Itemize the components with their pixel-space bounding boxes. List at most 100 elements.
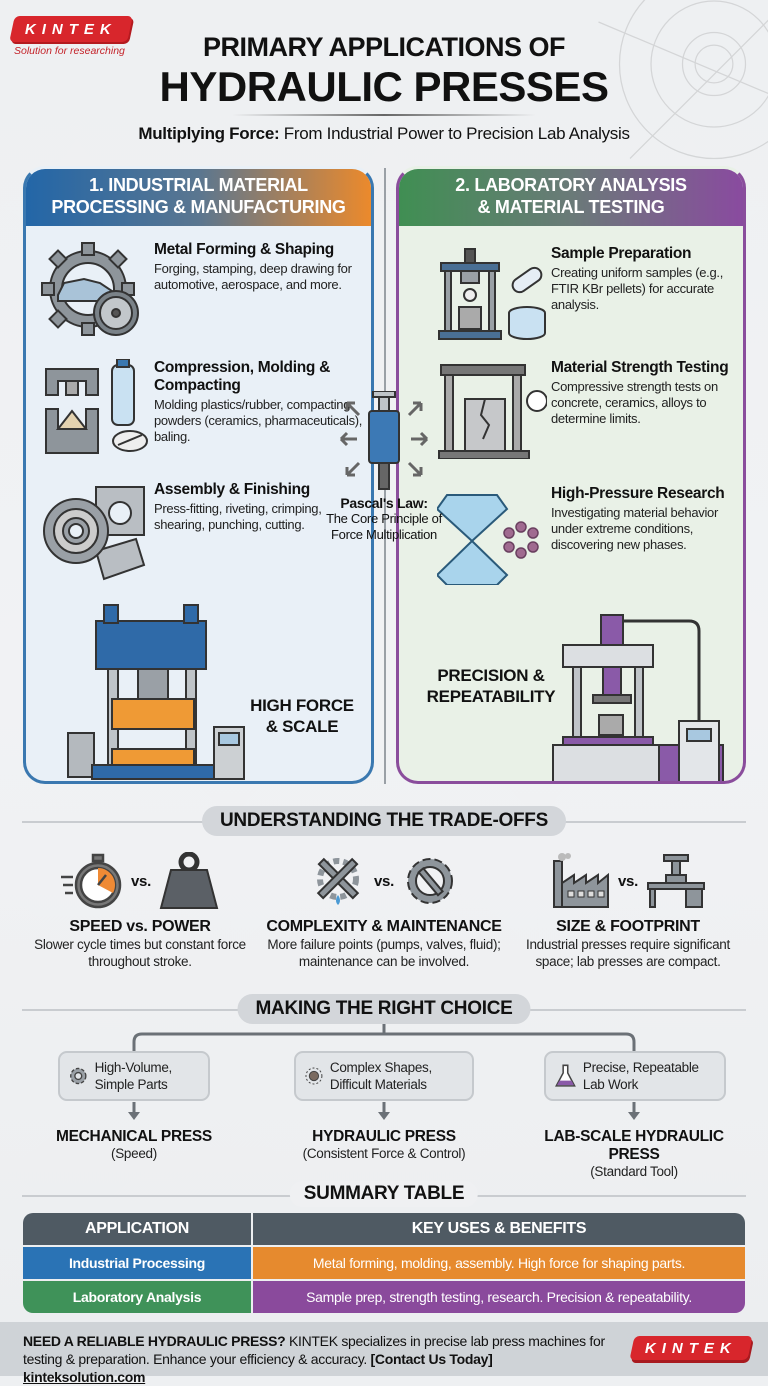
item-title: Metal Forming & Shaping	[154, 241, 371, 259]
summary-table: APPLICATION KEY USES & BENEFITS Industri…	[23, 1213, 745, 1313]
feature-line2: REPEATABILITY	[421, 686, 561, 707]
item-title: Material Strength Testing	[551, 359, 743, 377]
cell-uses: Sample prep, strength testing, research.…	[253, 1281, 745, 1313]
page-subtitle: Multiplying Force: From Industrial Power…	[0, 124, 768, 144]
strength-test-gauge-icon	[437, 359, 547, 459]
table-row: Laboratory Analysis Sample prep, strengt…	[23, 1281, 745, 1313]
laboratory-heading-line1: 2. LABORATORY ANALYSIS	[455, 174, 686, 196]
column-header-application: APPLICATION	[23, 1213, 251, 1245]
flask-icon	[554, 1060, 577, 1092]
footer-lead: NEED A RELIABLE HYDRAULIC PRESS?	[23, 1333, 285, 1349]
title-divider	[232, 114, 536, 116]
mold-bottle-pill-icon	[40, 359, 150, 459]
tradeoff-size-footprint: vs. SIZE & FOOTPRINT Industrial presses …	[508, 850, 748, 970]
item-sample-preparation: Sample Preparation Creating uniform samp…	[437, 245, 743, 345]
choice-need-complex-shapes: Complex Shapes, Difficult Materials	[294, 1051, 474, 1101]
feature-line2: & SCALE	[242, 716, 362, 737]
cell-application: Industrial Processing	[23, 1247, 251, 1279]
lab-press-pellet-icon	[437, 245, 547, 345]
vs-label: vs.	[131, 873, 151, 890]
industrial-feature-label: HIGH FORCE & SCALE	[242, 695, 362, 737]
table-row: Industrial Processing Metal forming, mol…	[23, 1247, 745, 1279]
tradeoff-description: Industrial presses require significant s…	[508, 936, 748, 970]
tradeoff-speed-power: vs. SPEED vs. POWER Slower cycle times b…	[20, 850, 260, 970]
choice-need-lab-work: Precise, Repeatable Lab Work	[544, 1051, 726, 1101]
item-description: Forging, stamping, deep drawing for auto…	[154, 261, 371, 293]
choice-result-title: LAB-SCALE HYDRAULIC PRESS	[519, 1128, 749, 1164]
item-material-strength: Material Strength Testing Compressive st…	[437, 359, 743, 459]
tradeoff-title: SPEED vs. POWER	[20, 918, 260, 936]
choice-result-mechanical: MECHANICAL PRESS (Speed)	[19, 1128, 249, 1161]
stopwatch-icon	[61, 853, 123, 909]
cell-uses: Metal forming, molding, assembly. High f…	[253, 1247, 745, 1279]
feature-line1: HIGH FORCE	[242, 695, 362, 716]
pascal-description: The Core Principle of Force Multiplicati…	[322, 511, 446, 543]
subtitle-bold: Multiplying Force:	[138, 124, 279, 143]
diamond-anvil-molecule-icon	[437, 485, 547, 585]
item-high-pressure: High-Pressure Research Investigating mat…	[437, 485, 743, 585]
lab-press-illustration-icon	[549, 611, 739, 784]
vs-label: vs.	[374, 873, 394, 890]
pascal-title: Pascal's Law:	[322, 495, 446, 511]
choice-need-high-volume: High-Volume, Simple Parts	[58, 1051, 210, 1101]
industrial-press-illustration-icon	[64, 601, 254, 781]
contact-us-link[interactable]: [Contact Us Today]	[371, 1351, 493, 1367]
bench-press-icon	[646, 853, 706, 909]
gear-car-turbine-icon	[40, 241, 150, 341]
factory-icon	[550, 853, 610, 909]
subtitle-rest: From Industrial Power to Precision Lab A…	[279, 124, 629, 143]
choice-result-lab-scale: LAB-SCALE HYDRAULIC PRESS (Standard Tool…	[519, 1128, 749, 1179]
website-link[interactable]: kinteksolution.com	[23, 1369, 145, 1385]
tradeoff-title: SIZE & FOOTPRINT	[508, 918, 748, 936]
item-compression-molding: Compression, Molding & Compacting Moldin…	[40, 359, 370, 459]
choice-need-text: Complex Shapes, Difficult Materials	[330, 1059, 464, 1093]
summary-heading: SUMMARY TABLE	[290, 1181, 478, 1207]
footer-banner: NEED A RELIABLE HYDRAULIC PRESS? KINTEK …	[0, 1322, 768, 1376]
complex-part-icon	[304, 1061, 324, 1091]
choice-need-text: Precise, Repeatable Lab Work	[583, 1059, 716, 1093]
column-header-uses: KEY USES & BENEFITS	[253, 1213, 745, 1245]
tradeoff-complexity: vs. COMPLEXITY & MAINTENANCE More failur…	[264, 850, 504, 970]
footer-kintek-logo: KINTEK	[629, 1336, 752, 1360]
tradeoff-description: Slower cycle times but constant force th…	[20, 936, 260, 970]
choice-result-title: MECHANICAL PRESS	[19, 1128, 249, 1146]
choice-need-text: High-Volume, Simple Parts	[95, 1059, 200, 1093]
choice-result-note: (Consistent Force & Control)	[269, 1146, 499, 1161]
pascal-law-callout: Pascal's Law: The Core Principle of Forc…	[322, 392, 446, 543]
laboratory-feature-label: PRECISION & REPEATABILITY	[421, 665, 561, 707]
hydraulic-cylinder-icon	[329, 391, 439, 491]
cell-application: Laboratory Analysis	[23, 1281, 251, 1313]
feature-line1: PRECISION &	[421, 665, 561, 686]
item-title: Compression, Molding & Compacting	[154, 359, 370, 395]
laboratory-heading-line2: & MATERIAL TESTING	[455, 196, 686, 218]
item-title: High-Pressure Research	[551, 485, 743, 503]
bearing-plate-icon	[40, 481, 150, 581]
choice-result-note: (Standard Tool)	[519, 1164, 749, 1179]
page-title-line1: PRIMARY APPLICATIONS OF	[0, 32, 768, 63]
footer-text: NEED A RELIABLE HYDRAULIC PRESS? KINTEK …	[23, 1332, 613, 1386]
item-description: Compressive strength tests on concrete, …	[551, 379, 743, 427]
choice-result-title: HYDRAULIC PRESS	[269, 1128, 499, 1146]
footer-logo-wordmark: KINTEK	[645, 1340, 737, 1357]
industrial-heading-line2: PROCESSING & MANUFACTURING	[51, 196, 345, 218]
table-header-row: APPLICATION KEY USES & BENEFITS	[23, 1213, 745, 1245]
item-title: Sample Preparation	[551, 245, 743, 263]
weight-icon	[159, 852, 219, 910]
laboratory-panel-header: 2. LABORATORY ANALYSIS& MATERIAL TESTING	[396, 166, 746, 226]
page-title-line2: HYDRAULIC PRESSES	[0, 63, 768, 111]
tools-leak-icon	[310, 853, 366, 909]
vs-label: vs.	[618, 873, 638, 890]
item-description: Creating uniform samples (e.g., FTIR KBr…	[551, 265, 743, 313]
tradeoffs-heading: UNDERSTANDING THE TRADE-OFFS	[202, 806, 566, 836]
industrial-heading-line1: 1. INDUSTRIAL MATERIAL	[51, 174, 345, 196]
choice-result-hydraulic: HYDRAULIC PRESS (Consistent Force & Cont…	[269, 1128, 499, 1161]
tradeoff-title: COMPLEXITY & MAINTENANCE	[264, 918, 504, 936]
item-description: Investigating material behavior under ex…	[551, 505, 743, 553]
laboratory-panel: 2. LABORATORY ANALYSIS& MATERIAL TESTING…	[396, 166, 746, 784]
choice-result-note: (Speed)	[19, 1146, 249, 1161]
item-metal-forming: Metal Forming & Shaping Forging, stampin…	[40, 241, 371, 341]
tradeoff-description: More failure points (pumps, valves, flui…	[264, 936, 504, 970]
gear-icon	[68, 1061, 89, 1091]
gear-wrench-icon	[402, 853, 458, 909]
